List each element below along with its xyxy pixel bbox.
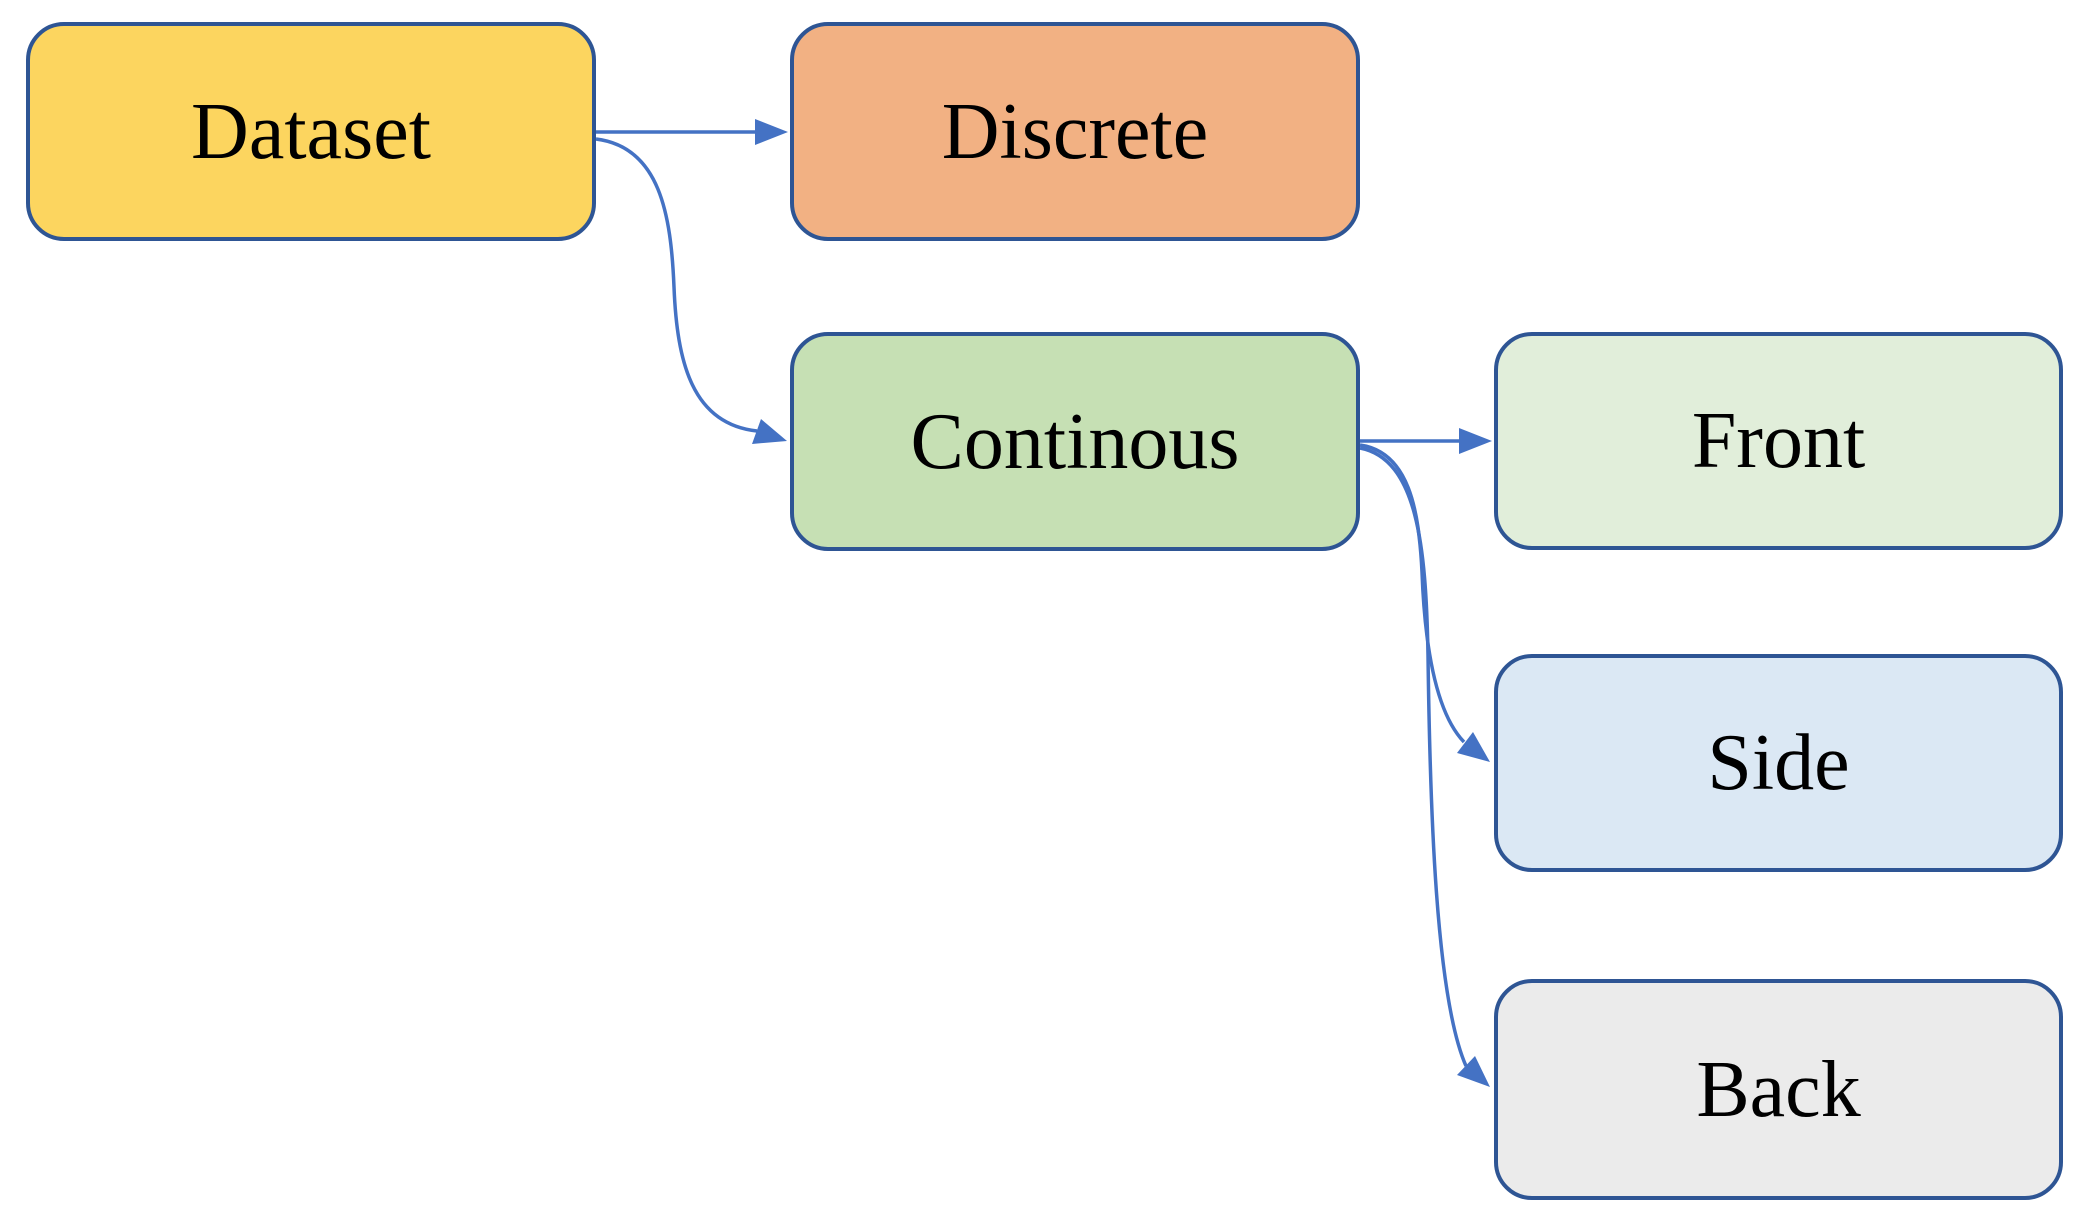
node-back-label: Back [1696, 1045, 1861, 1134]
node-side-label: Side [1707, 719, 1850, 807]
arrowhead-front-icon [1459, 428, 1492, 454]
edge-continous-side [1359, 443, 1466, 744]
node-dataset-label: Dataset [191, 87, 431, 176]
node-front: Front [1494, 332, 2063, 550]
node-back: Back [1494, 979, 2063, 1200]
arrowhead-side-icon [1457, 732, 1490, 762]
arrowhead-continous-icon [752, 419, 787, 444]
node-continous: Continous [790, 332, 1360, 551]
arrowhead-back-icon [1457, 1056, 1490, 1087]
edge-continous-back [1359, 446, 1468, 1067]
node-front-label: Front [1691, 397, 1866, 485]
node-continous-label: Continous [910, 397, 1240, 486]
node-side: Side [1494, 654, 2063, 872]
node-discrete-label: Discrete [941, 87, 1209, 176]
node-discrete: Discrete [790, 22, 1360, 241]
node-dataset: Dataset [26, 22, 596, 241]
arrowhead-discrete-icon [755, 119, 788, 145]
edge-dataset-continous [595, 137, 758, 433]
